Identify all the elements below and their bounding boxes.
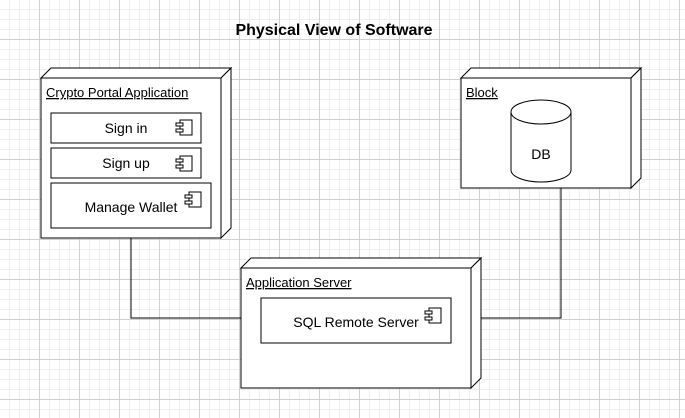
- component-icon: [175, 119, 193, 136]
- node-side-face: [470, 256, 482, 390]
- component-label-sql-remote-server: SQL Remote Server: [293, 314, 419, 330]
- component-label-sign-up: Sign up: [102, 155, 150, 171]
- component-icon: [424, 307, 442, 324]
- database-label: DB: [531, 146, 550, 162]
- node-block[interactable]: Block DB: [459, 66, 643, 190]
- component-label-sign-in: Sign in: [105, 120, 148, 136]
- node-top-face: [239, 257, 483, 269]
- node-top-face: [459, 67, 643, 79]
- database-cylinder[interactable]: DB: [510, 99, 572, 183]
- cylinder-top: [510, 99, 572, 125]
- component-sign-in[interactable]: Sign in: [50, 112, 202, 144]
- node-label-block: Block: [466, 85, 498, 100]
- component-sign-up[interactable]: Sign up: [50, 147, 202, 179]
- connector-portal-to-server: [130, 238, 241, 319]
- component-box: [50, 112, 202, 144]
- node-label-application-server: Application Server: [246, 275, 352, 290]
- component-label-manage-wallet: Manage Wallet: [85, 199, 178, 215]
- node-side-face: [630, 66, 642, 190]
- cylinder-body: [510, 112, 572, 183]
- component-box: [50, 182, 212, 229]
- diagram-title: Physical View of Software: [235, 22, 432, 39]
- node-application-server[interactable]: Application Server SQL Remote Server: [239, 256, 483, 390]
- component-icon: [175, 155, 193, 172]
- component-sql-remote-server[interactable]: SQL Remote Server: [260, 297, 452, 344]
- component-box: [50, 147, 202, 179]
- connector-block-to-server: [481, 188, 562, 319]
- node-crypto-portal-application[interactable]: Crypto Portal Application Sign in Sign u…: [39, 66, 233, 240]
- component-icon: [184, 191, 202, 208]
- component-manage-wallet[interactable]: Manage Wallet: [50, 182, 212, 229]
- node-top-face: [39, 67, 233, 79]
- component-box: [260, 297, 452, 344]
- node-side-face: [220, 66, 232, 240]
- node-label-crypto-portal: Crypto Portal Application: [46, 85, 188, 100]
